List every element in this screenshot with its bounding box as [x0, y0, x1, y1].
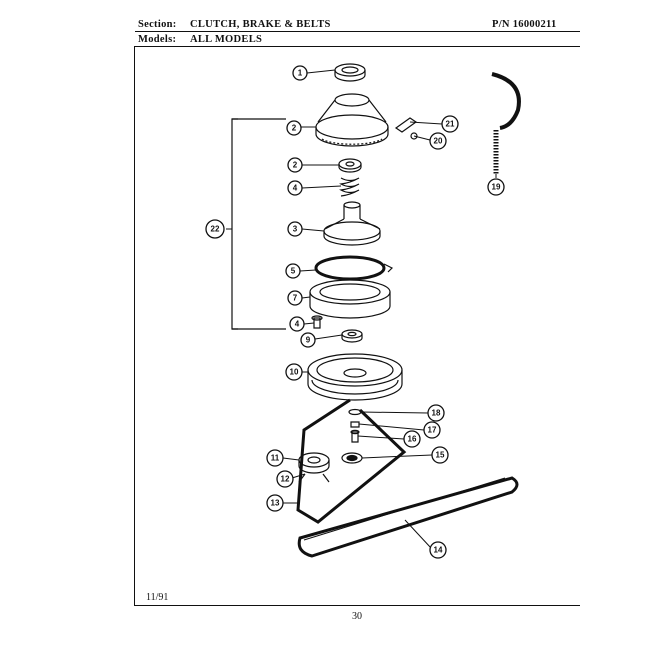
callout-22: 22 — [205, 219, 225, 239]
callout-1: 1 — [292, 65, 308, 81]
callout-20: 20 — [429, 132, 447, 150]
models-value: ALL MODELS — [190, 34, 263, 45]
part-clip — [348, 408, 362, 416]
footer-date-code: 11/91 — [146, 592, 169, 603]
part-bolt — [311, 315, 323, 329]
callout-10: 10 — [285, 363, 303, 381]
callout-4-bolt: 4 — [289, 316, 305, 332]
callout-21: 21 — [441, 115, 459, 133]
svg-text:20: 20 — [434, 137, 443, 146]
frame-left-border — [134, 46, 135, 606]
part-pin — [350, 421, 360, 428]
part-brake-drum — [309, 279, 391, 319]
svg-text:18: 18 — [432, 409, 441, 418]
part-screw — [410, 132, 418, 140]
part-idler — [341, 452, 363, 464]
svg-text:4: 4 — [293, 184, 298, 193]
svg-text:15: 15 — [436, 451, 445, 460]
svg-text:1: 1 — [298, 69, 303, 78]
assembly-bracket-arms — [232, 118, 286, 330]
svg-text:7: 7 — [293, 294, 298, 303]
svg-text:9: 9 — [306, 336, 311, 345]
svg-text:14: 14 — [434, 546, 443, 555]
callout-17: 17 — [423, 421, 441, 439]
part-spring — [339, 177, 360, 197]
svg-text:4: 4 — [295, 320, 300, 329]
svg-text:2: 2 — [293, 161, 298, 170]
part-bearing — [341, 329, 363, 343]
svg-text:13: 13 — [271, 499, 280, 508]
svg-text:10: 10 — [290, 368, 299, 377]
svg-text:19: 19 — [492, 183, 501, 192]
svg-text:3: 3 — [293, 225, 298, 234]
callout-3: 3 — [287, 221, 303, 237]
callout-15: 15 — [431, 446, 449, 464]
svg-text:17: 17 — [428, 426, 437, 435]
part-clutch-cone — [323, 201, 381, 246]
svg-text:11: 11 — [271, 454, 280, 463]
part-bracket — [394, 117, 418, 133]
part-stud — [350, 429, 360, 443]
callout-2-housing: 2 — [286, 120, 302, 136]
part-motor-pulley — [298, 452, 330, 483]
svg-text:12: 12 — [281, 475, 290, 484]
part-brake-band — [491, 72, 521, 174]
callout-16: 16 — [403, 430, 421, 448]
part-seal — [334, 63, 366, 82]
callout-18: 18 — [427, 404, 445, 422]
callout-4-spring: 4 — [287, 180, 303, 196]
callout-12: 12 — [276, 470, 294, 488]
leader-lines — [226, 69, 497, 549]
header-divider — [135, 31, 580, 32]
part-drive-belt — [296, 398, 407, 524]
footer-divider — [134, 605, 580, 606]
part-long-belt — [297, 476, 519, 558]
callout-14: 14 — [429, 541, 447, 559]
svg-text:5: 5 — [291, 267, 296, 276]
part-clutch-housing — [315, 93, 389, 147]
part-number: P/N 16000211 — [492, 19, 557, 30]
svg-text:22: 22 — [211, 225, 220, 234]
callout-11: 11 — [266, 449, 284, 467]
page-number: 30 — [352, 611, 362, 622]
callout-5: 5 — [285, 263, 301, 279]
models-divider — [135, 46, 580, 47]
part-o-ring — [314, 255, 394, 281]
section-title: CLUTCH, BRAKE & BELTS — [190, 19, 331, 30]
part-washer — [338, 158, 362, 173]
svg-text:16: 16 — [408, 435, 417, 444]
models-label: Models: — [138, 34, 177, 45]
callout-19: 19 — [487, 178, 505, 196]
svg-text:21: 21 — [446, 120, 455, 129]
part-pulley — [307, 353, 403, 401]
callout-2-washer: 2 — [287, 157, 303, 173]
svg-text:2: 2 — [292, 124, 297, 133]
callout-9: 9 — [300, 332, 316, 348]
callout-13: 13 — [266, 494, 284, 512]
callout-7: 7 — [287, 290, 303, 306]
section-label: Section: — [138, 19, 177, 30]
assembly-bracket — [231, 118, 238, 330]
